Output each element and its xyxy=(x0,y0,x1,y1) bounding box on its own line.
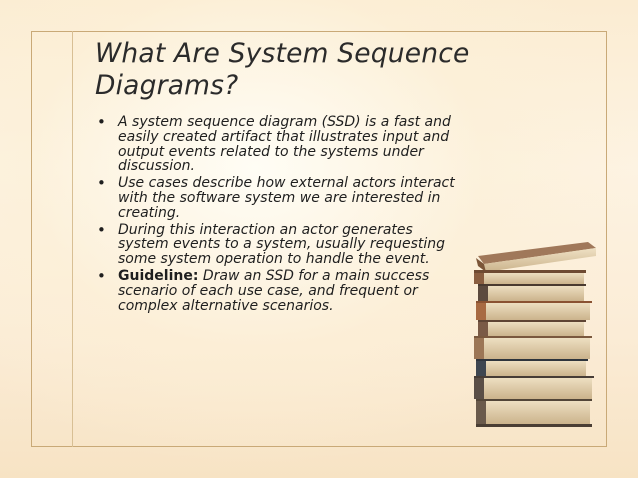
bullet-text: During this interaction an actor generat… xyxy=(118,221,446,268)
bullet-text: Use cases describe how external actors i… xyxy=(118,175,455,221)
bullet-list: • A system sequence diagram (SSD) is a fa… xyxy=(95,115,455,315)
guideline-label: Guideline: xyxy=(118,267,199,284)
bullet-glyph: • xyxy=(97,266,106,285)
slide-frame xyxy=(31,31,607,447)
book-7 xyxy=(476,359,588,376)
bullet-text: A system sequence diagram (SSD) is a fas… xyxy=(118,114,451,175)
book-6 xyxy=(474,336,592,359)
book-1 xyxy=(476,242,596,272)
slide-frame-inner-line xyxy=(72,31,607,447)
bullet-glyph: • xyxy=(97,174,106,193)
bullet-item: • Guideline: Draw an SSD for a main succe… xyxy=(95,269,455,313)
bullet-glyph: • xyxy=(97,220,106,239)
book-3 xyxy=(478,284,586,301)
bullet-item: • Use cases describe how external actors … xyxy=(95,176,455,220)
book-2 xyxy=(474,270,586,284)
bullet-item: • During this interaction an actor genera… xyxy=(95,220,455,268)
bullet-item: • A system sequence diagram (SSD) is a fa… xyxy=(95,115,455,174)
book-8 xyxy=(474,376,594,399)
bullet-text: Draw an SSD for a main success scenario … xyxy=(118,267,430,314)
book-4 xyxy=(476,301,592,320)
book-9 xyxy=(476,399,592,427)
bullet-glyph: • xyxy=(97,113,106,131)
book-5 xyxy=(478,320,586,336)
slide-title: What Are System Sequence Diagrams? xyxy=(95,38,470,101)
stacked-books-image xyxy=(474,242,596,427)
